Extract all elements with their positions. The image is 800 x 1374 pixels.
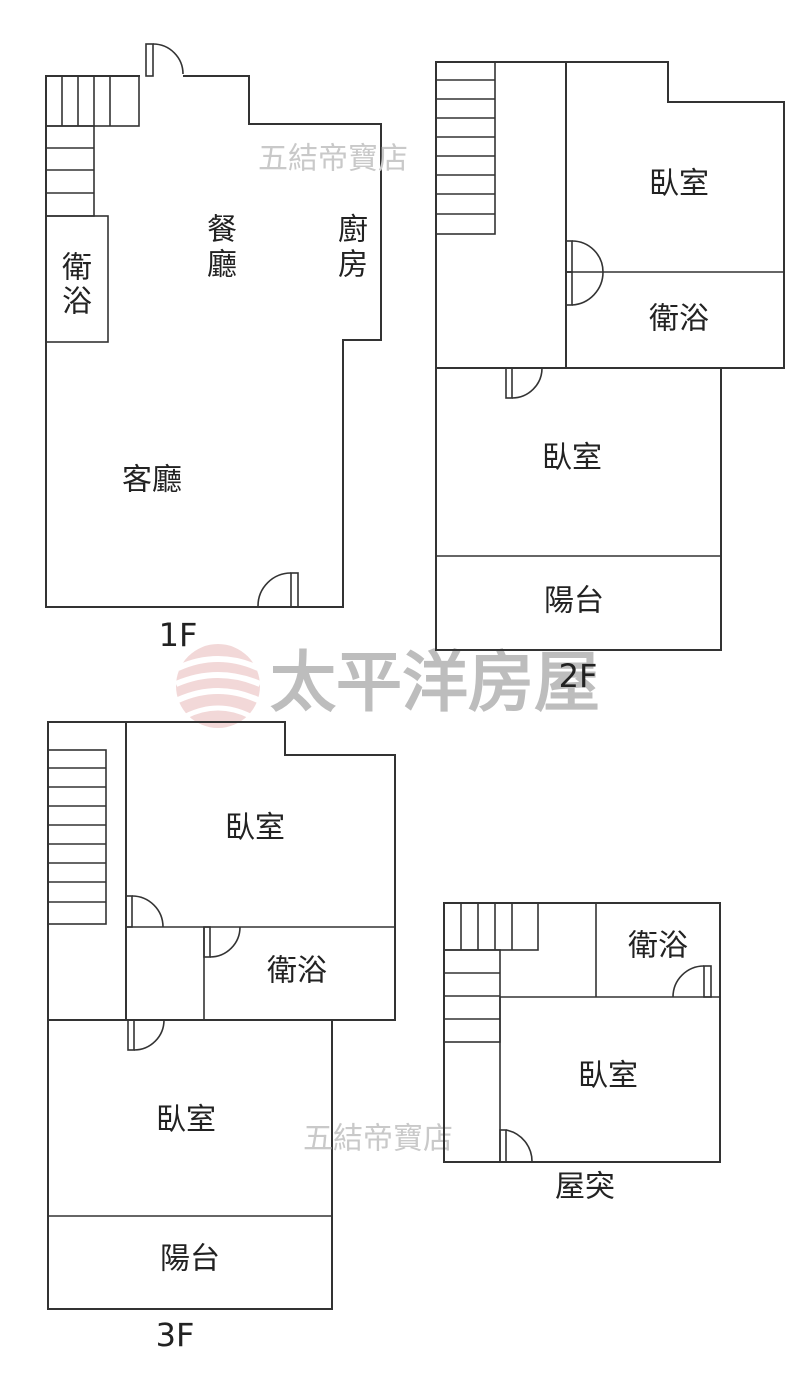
floor-3-plan (47, 721, 396, 1310)
floor-label-2f: 2F (559, 657, 598, 695)
room-dining-1f-b: 廳 (207, 248, 237, 283)
watermark-top: 五結帝寶店 (258, 142, 408, 177)
room-label-dining-1f: 餐廳 (192, 230, 252, 265)
room-label-balcony-3f: 陽台 (160, 1242, 220, 1277)
room-label-bedroom-main-2f: 臥室 (542, 441, 602, 476)
room-label-living-1f: 客廳 (122, 463, 182, 498)
room-label-balcony-2f: 陽台 (544, 584, 604, 619)
floor-label-roof: 屋突 (555, 1170, 615, 1205)
room-kitchen-1f-b: 房 (338, 248, 368, 283)
floor-label-3f: 3F (156, 1316, 195, 1354)
brand-name: 太平洋房屋 (270, 643, 600, 721)
floor-1-plan (45, 43, 382, 608)
room-dining-1f-a: 餐 (207, 213, 237, 248)
room-label-bedroom-top-3f: 臥室 (225, 811, 285, 846)
brand-logo (174, 644, 262, 728)
roof-plan (443, 902, 721, 1163)
room-kitchen-1f-a: 廚 (338, 213, 368, 248)
room-label-bath-2f: 衛浴 (649, 302, 709, 337)
room-bath-1f-b: 浴 (62, 285, 92, 320)
watermark-bottom: 五結帝寶店 (303, 1122, 453, 1157)
floor-label-1f: 1F (159, 616, 198, 654)
room-label-bath-roof: 衛浴 (628, 929, 688, 964)
room-label-bedroom-top-2f: 臥室 (649, 167, 709, 202)
room-label-bath-1f: 衛浴 (47, 268, 107, 303)
room-label-bath-3f: 衛浴 (267, 954, 327, 989)
room-label-bedroom-roof: 臥室 (578, 1059, 638, 1094)
room-label-bedroom-main-3f: 臥室 (156, 1103, 216, 1138)
floor-2-plan (435, 61, 785, 651)
room-bath-1f-a: 衛 (62, 251, 92, 286)
room-label-kitchen-1f: 廚房 (323, 230, 383, 265)
